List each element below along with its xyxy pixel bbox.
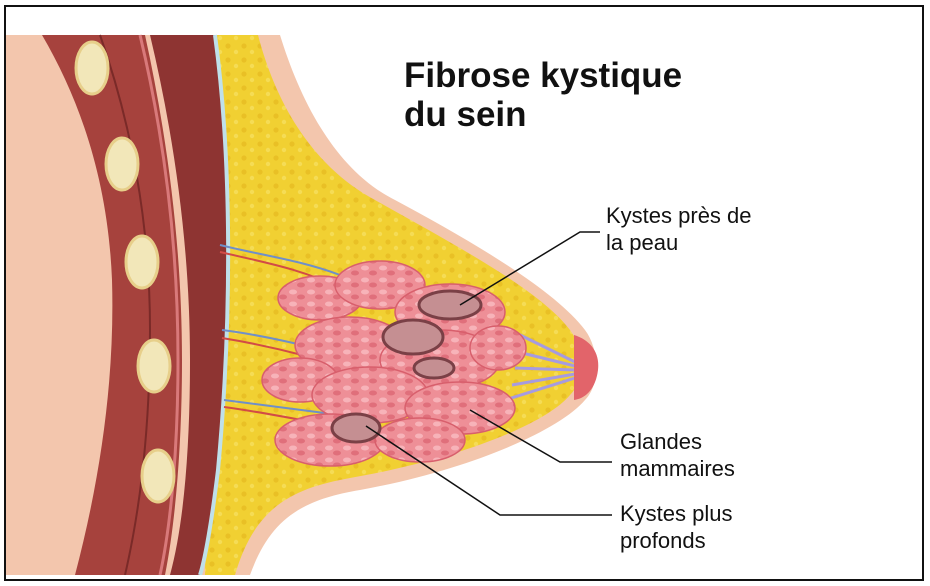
label-deep-cysts-line-2: profonds [620,527,733,554]
label-mammary-glands-line-1: Glandes [620,428,735,455]
label-cysts-near-skin: Kystes près de la peau [606,202,752,256]
cyst-large [383,320,443,354]
cyst-near-skin [419,291,481,319]
title-line-2: du sein [404,95,682,134]
label-cysts-near-skin-line-1: Kystes près de [606,202,752,229]
label-mammary-glands: Glandes mammaires [620,428,735,482]
page-title: Fibrose kystique du sein [404,56,682,134]
nipple [574,335,598,400]
label-mammary-glands-line-2: mammaires [620,455,735,482]
title-line-1: Fibrose kystique [404,56,682,95]
cyst-deep [332,414,380,442]
cyst-small [414,358,454,378]
label-deep-cysts: Kystes plus profonds [620,500,733,554]
label-cysts-near-skin-line-2: la peau [606,229,752,256]
label-deep-cysts-line-1: Kystes plus [620,500,733,527]
